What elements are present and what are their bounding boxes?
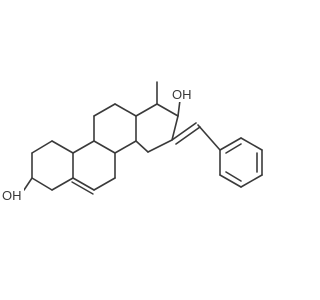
double-bond [72, 177, 95, 191]
bond [240, 137, 263, 151]
bond [240, 174, 263, 188]
label-mask [170, 86, 194, 102]
label-mask [0, 187, 24, 203]
bond [93, 103, 116, 117]
bond [219, 174, 242, 188]
bond [31, 177, 53, 191]
bond [93, 140, 116, 154]
phenyl-ring [219, 137, 263, 188]
structure-canvas: OH OH [0, 81, 263, 203]
bond [171, 122, 197, 141]
bond [114, 140, 137, 154]
bond-to-phenyl [197, 124, 221, 151]
aromatic-inner-bond [225, 171, 242, 182]
aromatic-inner-bond [225, 143, 242, 154]
bond [114, 103, 137, 117]
bond [72, 140, 95, 154]
bond [156, 103, 179, 117]
ring-c [93, 103, 137, 154]
hydroxyl-bond-left [23, 177, 33, 191]
bond [135, 103, 158, 117]
ring-a [31, 140, 74, 191]
bond [219, 137, 242, 151]
bond [51, 177, 74, 191]
bond [171, 115, 179, 141]
bond [147, 139, 173, 153]
benzylidene-double-bond [171, 122, 201, 145]
hydroxyl-label-left: OH [2, 188, 22, 203]
double-bond-inner [71, 181, 94, 195]
bond [175, 126, 201, 145]
bond [31, 140, 53, 154]
bond [93, 177, 116, 191]
hydroxyl-label-top: OH [172, 87, 192, 102]
ring-d [135, 103, 179, 153]
bond [135, 140, 149, 153]
hydroxyl-bond-top [177, 99, 181, 117]
bond [51, 140, 74, 154]
ring-b [71, 140, 116, 195]
steroid-structure-diagram: OH OH [0, 81, 263, 203]
